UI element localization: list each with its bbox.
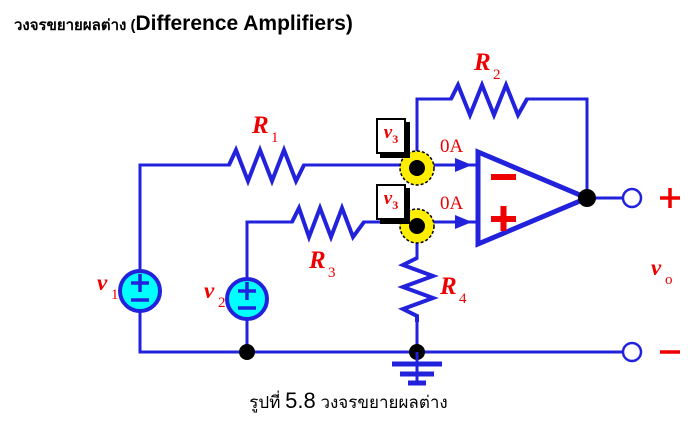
terminal-output-positive [621, 187, 643, 209]
figure-caption: รูปที่ 5.8 วงจรขยายผลต่าง [0, 388, 697, 416]
figure-caption-prefix: รูปที่ [249, 393, 286, 412]
ground-symbol [392, 352, 442, 386]
opamp-noninverting-sign [491, 206, 516, 231]
node-annotation-v3-inverting: v3 [376, 118, 406, 154]
terminal-positive-sign [660, 188, 680, 208]
node-annotation-v3-noninverting-text: v3 [383, 188, 399, 212]
resistor-r3-subscript: 3 [328, 265, 336, 281]
opamp [475, 148, 594, 248]
page-title-thai: วงจรขยายผลต่าง ( [14, 17, 136, 34]
voltage-source-v2: v 2 [204, 277, 269, 321]
figure-caption-suffix: วงจรขยายผลต่าง [315, 393, 448, 412]
output-voltage-label: v [651, 255, 662, 280]
resistor-r2-zigzag [449, 79, 529, 121]
page-title-english: Difference Amplifiers) [135, 12, 353, 35]
resistor-r1-zigzag [227, 144, 306, 187]
resistor-r2: R 2 [449, 49, 529, 121]
resistor-r1-subscript: 1 [271, 130, 279, 146]
resistor-r1: R 1 [227, 112, 306, 187]
current-annotations: 0A 0A [436, 136, 472, 229]
voltage-source-v2-subscript: 2 [218, 295, 226, 311]
opamp-triangle [475, 148, 594, 248]
node-dot-inverting [409, 160, 425, 176]
resistor-r2-subscript: 2 [493, 67, 501, 83]
output-terminals: v o [621, 187, 680, 363]
resistor-r4-label: R [439, 273, 457, 300]
junction-v2-bottom [239, 344, 255, 360]
figure-caption-number: 5.8 [285, 388, 316, 413]
wire-v2-to-r3 [245, 220, 294, 286]
resistor-r4: R 4 [397, 256, 467, 322]
wire-r2-to-output-node [525, 97, 589, 200]
current-label-inverting: 0A [440, 136, 464, 157]
resistor-r1-label: R [251, 112, 269, 139]
voltage-source-v2-plus [238, 282, 256, 300]
voltage-source-v1-subscript: 1 [111, 287, 119, 303]
terminal-output-negative [621, 341, 643, 363]
voltage-source-v1-plus [131, 274, 149, 292]
voltage-source-v1: v 1 [97, 269, 162, 313]
wire-inverting-node-to-r2 [415, 97, 453, 167]
voltage-source-v2-label: v [204, 278, 215, 303]
output-voltage-subscript: o [665, 272, 673, 288]
voltage-source-v1-label: v [97, 270, 108, 295]
resistor-r4-zigzag [397, 256, 439, 322]
highlighted-nodes [399, 150, 435, 244]
current-label-noninverting: 0A [440, 193, 464, 214]
resistor-r3: R 3 [290, 202, 366, 281]
node-annotation-v3-inverting-text: v3 [383, 122, 399, 146]
resistor-r2-label: R [473, 49, 491, 76]
junction-opamp-output [578, 189, 596, 207]
node-dot-noninverting [409, 218, 425, 234]
page-title: วงจรขยายผลต่าง (Difference Amplifiers) [14, 12, 353, 37]
node-annotation-v3-noninverting: v3 [376, 184, 406, 220]
resistor-r3-zigzag [290, 202, 366, 243]
resistor-r4-subscript: 4 [459, 291, 467, 307]
resistor-r3-label: R [308, 247, 326, 274]
current-arrow-noninverting [436, 215, 472, 229]
current-arrow-inverting [436, 158, 472, 172]
wire-v1-to-r1 [138, 163, 231, 278]
